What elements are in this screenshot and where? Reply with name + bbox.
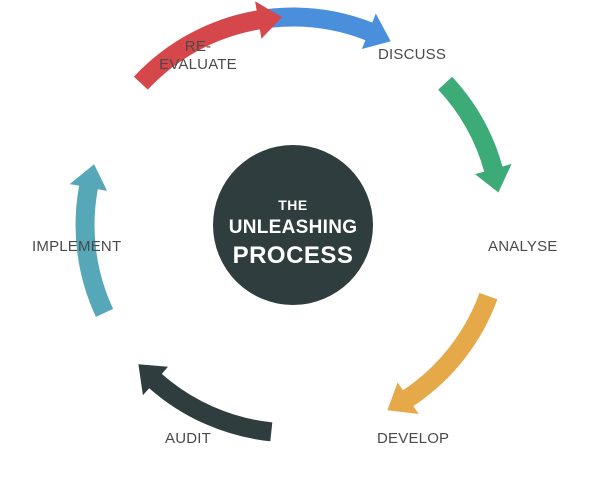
center-title-line-1: THE — [278, 197, 308, 213]
arrow-implement — [69, 164, 114, 317]
arrow-re-evaluate — [133, 1, 283, 90]
step-label-analyse: ANALYSE — [488, 238, 558, 255]
arrow-analyse — [438, 76, 512, 193]
arrow-develop — [387, 292, 498, 414]
arrow-audit — [138, 364, 273, 442]
step-label-audit: AUDIT — [165, 430, 211, 447]
center-hub: THE UNLEASHING PROCESS — [213, 145, 373, 305]
step-label-re-evaluate: RE- EVALUATE — [158, 38, 238, 74]
step-label-discuss: DISCUSS — [378, 46, 447, 63]
step-label-develop: DEVELOP — [377, 430, 450, 447]
step-label-re-evaluate-line-2: EVALUATE — [159, 56, 237, 73]
step-label-implement: IMPLEMENT — [32, 238, 122, 255]
step-label-re-evaluate-line-1: RE- — [184, 38, 212, 55]
center-title-line-2: UNLEASHING — [228, 217, 358, 238]
center-title-line-3: PROCESS — [232, 242, 354, 269]
